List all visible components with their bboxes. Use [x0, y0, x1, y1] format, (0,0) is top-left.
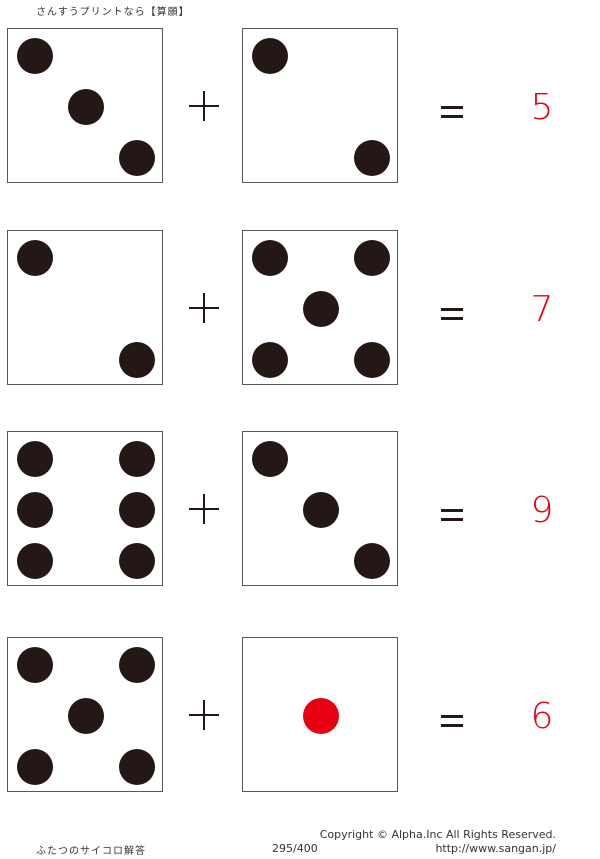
pip-icon: [17, 240, 53, 276]
equals-icon: [441, 507, 463, 521]
equals-icon: [441, 104, 463, 118]
die-left-1: [7, 28, 163, 183]
site-url: http://www.sangan.jp/: [435, 842, 556, 855]
answer-value: 6: [530, 696, 554, 737]
copyright-text: Copyright © Alpha.Inc All Rights Reserve…: [319, 828, 556, 841]
pip-icon: [17, 441, 53, 477]
footer-copyright-block: Copyright © Alpha.Inc All Rights Reserve…: [320, 828, 556, 856]
pip-icon: [17, 492, 53, 528]
pip-icon: [252, 240, 288, 276]
die-right-3: [242, 431, 398, 586]
pip-icon: [303, 291, 339, 327]
pip-icon: [119, 647, 155, 683]
pip-icon: [252, 342, 288, 378]
pip-icon: [119, 492, 155, 528]
die-left-4: [7, 637, 163, 792]
pip-icon: [252, 38, 288, 74]
pip-icon: [17, 647, 53, 683]
page-header-title: さんすうプリントなら【算願】: [36, 7, 190, 18]
die-left-3: [7, 431, 163, 586]
equals-icon: [441, 713, 463, 727]
plus-icon: [189, 91, 219, 121]
red-pip-icon: [303, 698, 339, 734]
pip-icon: [68, 698, 104, 734]
pip-icon: [17, 749, 53, 785]
pip-icon: [119, 749, 155, 785]
die-right-4: [242, 637, 398, 792]
die-left-2: [7, 230, 163, 385]
die-right-1: [242, 28, 398, 183]
answer-value: 7: [530, 289, 554, 330]
footer-title: ふたつのサイコロ解答: [36, 846, 146, 857]
pip-icon: [119, 441, 155, 477]
pip-icon: [354, 342, 390, 378]
die-right-2: [242, 230, 398, 385]
pip-icon: [354, 240, 390, 276]
plus-icon: [189, 293, 219, 323]
plus-icon: [189, 494, 219, 524]
pip-icon: [119, 543, 155, 579]
plus-icon: [189, 700, 219, 730]
pip-icon: [119, 342, 155, 378]
pip-icon: [119, 140, 155, 176]
pip-icon: [303, 492, 339, 528]
pip-icon: [17, 38, 53, 74]
equals-icon: [441, 306, 463, 320]
pip-icon: [252, 441, 288, 477]
pip-icon: [354, 140, 390, 176]
pip-icon: [354, 543, 390, 579]
answer-value: 5: [530, 87, 554, 128]
pip-icon: [17, 543, 53, 579]
answer-value: 9: [530, 490, 554, 531]
pip-icon: [68, 89, 104, 125]
page-number: 295/400: [272, 842, 318, 855]
